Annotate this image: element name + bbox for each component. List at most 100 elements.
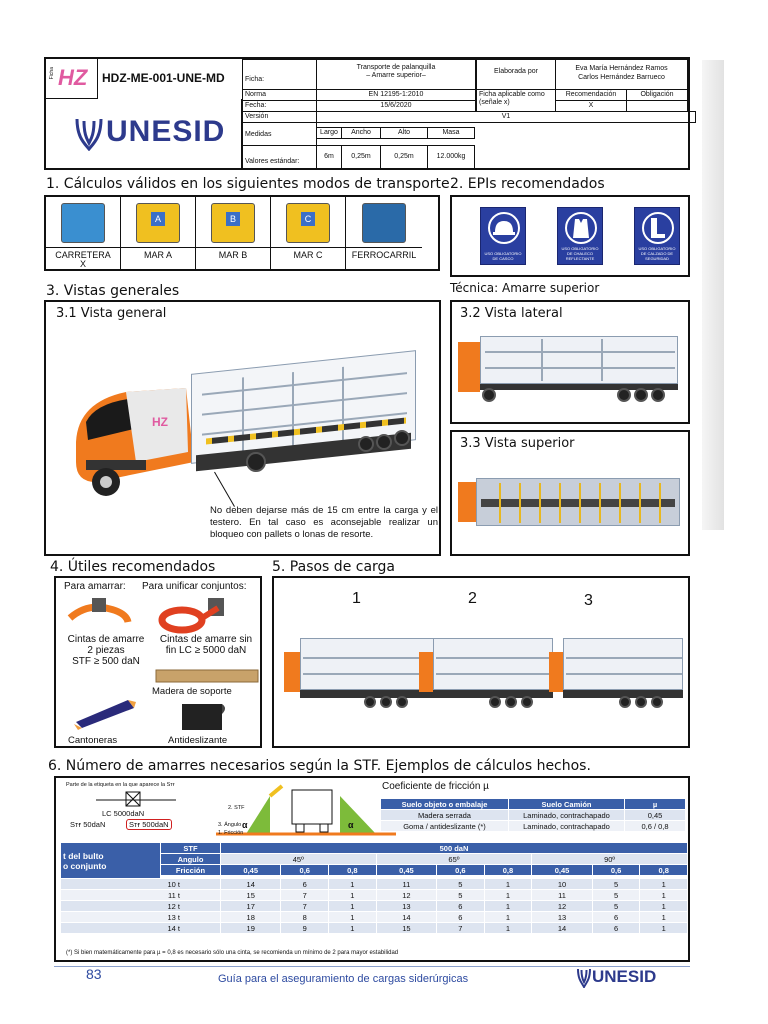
epi-boots-text: USO OBLIGATORIO DE CALZADO DE SEGURIDAD bbox=[638, 246, 676, 261]
table-cell: 17 bbox=[219, 900, 282, 912]
antislip-mat-icon bbox=[182, 704, 225, 730]
table-cell: Angulo bbox=[160, 853, 221, 865]
label-diagram-icon bbox=[96, 791, 176, 807]
table-cell: 1 bbox=[328, 878, 377, 890]
footer-unesid-emblem-icon bbox=[577, 968, 591, 988]
step-truck-2 bbox=[419, 638, 554, 718]
coef-header-2: µ bbox=[624, 798, 686, 810]
utiles-box: Para amarrar: Para unificar conjuntos: C… bbox=[54, 576, 262, 748]
boots-icon bbox=[651, 218, 665, 238]
table-cell: 13 t bbox=[60, 911, 221, 923]
logo-small-label: Ficha bbox=[49, 67, 55, 80]
page-edge-shadow bbox=[702, 60, 724, 530]
vista-superior-box: 3.3 Vista superior bbox=[450, 430, 690, 556]
version-value: V1 bbox=[316, 111, 696, 123]
logo-small-text: HZ bbox=[58, 65, 88, 90]
table-cell: 1 bbox=[483, 922, 533, 934]
row-label-medidas: Medidas bbox=[242, 122, 317, 146]
vista-superior-title: 3.3 Vista superior bbox=[460, 436, 575, 451]
table-cell: 6 bbox=[280, 878, 330, 890]
coef-cell: Madera serrada bbox=[380, 809, 509, 821]
table-cell: 0,6 bbox=[591, 864, 641, 876]
row-label-ficha: Ficha: bbox=[242, 59, 317, 90]
table-cell: 6 bbox=[436, 900, 485, 912]
vista-lateral-box: 3.2 Vista lateral bbox=[450, 300, 690, 424]
alpha-right: α bbox=[348, 820, 354, 830]
table-cell: 1 bbox=[483, 878, 533, 890]
table-cell: 15 bbox=[375, 922, 438, 934]
vista-lateral-title: 3.2 Vista lateral bbox=[460, 306, 563, 321]
table-cell: 7 bbox=[280, 889, 330, 901]
angulo-diagram-label: 3. Ángulo bbox=[218, 822, 242, 828]
para-amarrar-label: Para amarrar: bbox=[64, 581, 126, 592]
truck-icon bbox=[61, 203, 105, 243]
cintas-2-piezas-label: Cintas de amarre 2 piezas STF ≥ 500 daN bbox=[67, 634, 145, 667]
stf-left-label: Sᴛғ 50daN bbox=[70, 820, 106, 829]
coef-cell: 0,45 bbox=[624, 809, 686, 821]
table-cell: 0,45 bbox=[531, 864, 593, 876]
madera-label: Madera de soporte bbox=[152, 686, 232, 697]
recomendacion-mark: X bbox=[555, 100, 627, 112]
ficha-aplicable-label: Ficha aplicable como (señale x) bbox=[476, 89, 556, 112]
footer-brand: UNESID bbox=[592, 967, 657, 986]
table-cell: 0,45 bbox=[375, 864, 438, 876]
table-cell: 500 daN bbox=[220, 842, 688, 854]
table-cell: 5 bbox=[591, 900, 641, 912]
tecnica-label: Técnica: Amarre superior bbox=[450, 281, 600, 295]
table-cell: 6 bbox=[436, 911, 485, 923]
table-cell: 1 bbox=[639, 922, 688, 934]
measure-value-masa: 12.000kg bbox=[427, 145, 475, 169]
mode-label: CARRETERA bbox=[46, 247, 120, 260]
table-cell: 12 bbox=[531, 900, 593, 912]
section5-title: 5. Pasos de carga bbox=[272, 559, 396, 575]
measure-value-ancho: 0,25m bbox=[341, 145, 381, 169]
table-cell: 0,6 bbox=[280, 864, 330, 876]
footnote: (*) Si bien matemáticamente para µ = 0,8… bbox=[66, 950, 399, 956]
top-trailer bbox=[476, 478, 680, 526]
table-cell: 0,8 bbox=[639, 864, 688, 876]
edge-protector-icon bbox=[74, 700, 136, 730]
vest-icon bbox=[573, 219, 589, 238]
section4-title: 4. Útiles recomendados bbox=[50, 559, 216, 575]
cantoneras-label: Cantoneras bbox=[68, 735, 118, 746]
amarres-box: Parte de la etiqueta en la que aparece l… bbox=[54, 776, 690, 962]
table-cell: Fricción bbox=[160, 864, 221, 876]
table-cell: 1 bbox=[639, 911, 688, 923]
epi-helmet-text: USO OBLIGATORIO DE CASCO bbox=[484, 251, 522, 261]
gap-note: No deben dejarse más de 15 cm entre la c… bbox=[210, 505, 438, 540]
measure-label-ancho: Ancho bbox=[341, 127, 381, 139]
table-cell: 14 bbox=[531, 922, 593, 934]
obligacion-mark bbox=[626, 100, 688, 112]
pasos-box: 1 2 3 bbox=[272, 576, 690, 748]
table-cell: 13 bbox=[375, 900, 438, 912]
table-cell: 0,45 bbox=[219, 864, 282, 876]
cintas-sin-fin-label: Cintas de amarre sin fin LC ≥ 5000 daN bbox=[159, 634, 253, 656]
mode-label: MAR B bbox=[196, 247, 270, 260]
step-number-3: 3 bbox=[584, 592, 593, 609]
table-cell: 10 t bbox=[60, 878, 221, 890]
table-cell: 13 bbox=[531, 911, 593, 923]
table-cell: t del bulto o conjunto bbox=[60, 842, 161, 879]
table-cell: 8 bbox=[280, 911, 330, 923]
table-cell: 15 bbox=[219, 889, 282, 901]
step-number-2: 2 bbox=[468, 590, 477, 607]
table-cell: 9 bbox=[280, 922, 330, 934]
table-cell: 19 bbox=[219, 922, 282, 934]
coef-cell: Laminado, contrachapado bbox=[508, 809, 625, 821]
coef-cell: Laminado, contrachapado bbox=[508, 820, 625, 832]
table-cell: 7 bbox=[436, 922, 485, 934]
table-cell: 6 bbox=[591, 911, 641, 923]
table-cell: 1 bbox=[483, 889, 533, 901]
coef-header-1: Suelo Camión bbox=[508, 798, 625, 810]
mode-label: FERROCARRIL bbox=[346, 247, 422, 260]
friccion-diagram-label: 1. Fricción bbox=[218, 830, 244, 836]
table-cell: 0,8 bbox=[328, 864, 377, 876]
